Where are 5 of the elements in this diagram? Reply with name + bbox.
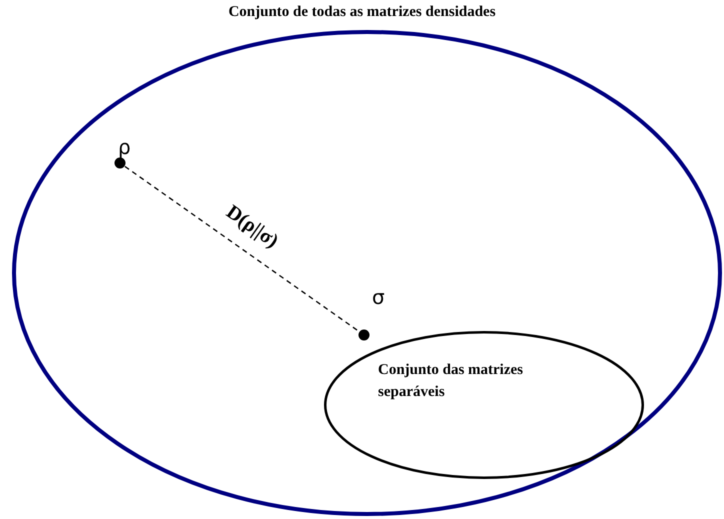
point-label: σ bbox=[372, 285, 385, 309]
point-label: ρ bbox=[118, 135, 131, 159]
set-title: Conjunto de todas as matrizes densidades bbox=[227, 4, 497, 21]
dashed-connector bbox=[124, 166, 360, 332]
set-label: Conjunto das matrizes separáveis bbox=[378, 361, 524, 402]
